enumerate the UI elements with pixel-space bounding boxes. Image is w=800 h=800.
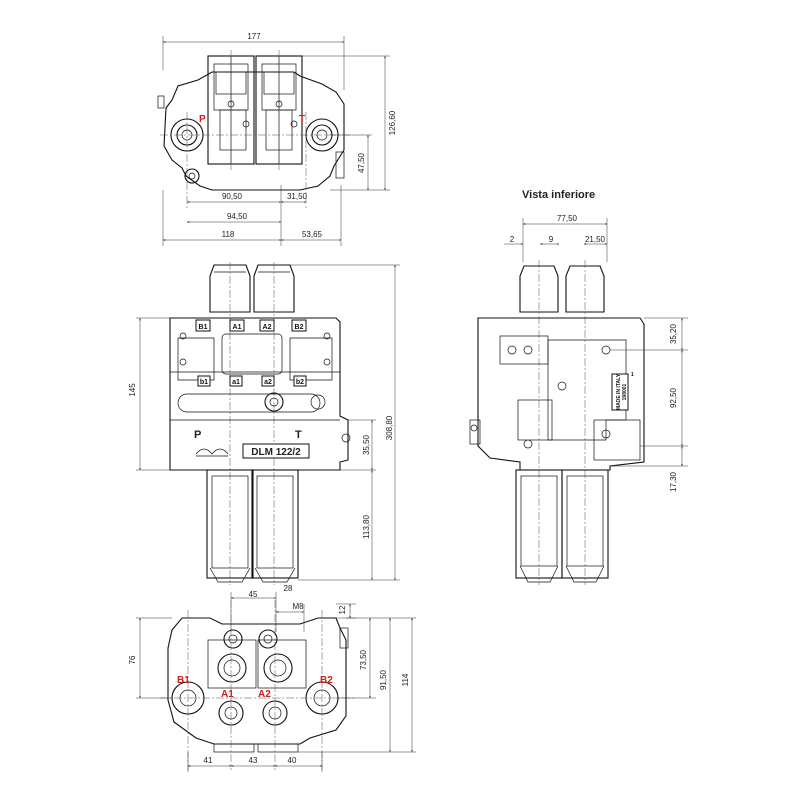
dim-45: 45 <box>249 590 258 599</box>
top-label-t: T <box>299 114 305 125</box>
front-box-b2-lower: b2 <box>296 379 304 386</box>
front-label-p: P <box>194 429 201 441</box>
dim-177: 177 <box>247 32 261 41</box>
model-plate: DLM 122/2 <box>251 447 301 458</box>
dim-113-80: 113,80 <box>362 515 371 539</box>
dim-9: 9 <box>549 235 554 244</box>
dim-73-50: 73,50 <box>359 649 368 670</box>
dim-114: 114 <box>401 673 410 686</box>
dim-77-50: 77,50 <box>557 214 578 223</box>
bottom-view: Vista inferiore 77,50 2 9 21,50 <box>469 189 688 585</box>
side-label-b2: B2 <box>320 675 333 686</box>
dim-92-50: 92,50 <box>669 387 678 408</box>
dim-76: 76 <box>128 655 137 664</box>
front-box-a2-upper: A2 <box>263 324 272 331</box>
dim-90-50: 90,50 <box>222 192 243 201</box>
dim-47-50: 47,50 <box>357 152 366 173</box>
front-box-a2-lower: a2 <box>264 379 272 386</box>
dim-40: 40 <box>288 756 297 765</box>
front-box-b2-upper: B2 <box>295 324 304 331</box>
dim-41: 41 <box>204 756 213 765</box>
front-view: B1 A1 A2 B2 b1 a1 a2 b2 P T DLM 122/2 <box>128 262 400 585</box>
front-box-a1-lower: a1 <box>232 379 240 386</box>
dim-94-50: 94,50 <box>227 212 248 221</box>
dim-31-50: 31,50 <box>287 192 308 201</box>
made-in-italy-plate: MADE IN ITALY <box>616 373 622 410</box>
dim-21-50: 21,50 <box>585 235 606 244</box>
dim-17-30: 17,30 <box>669 471 678 492</box>
side-view: 45 28 M8 12 <box>128 584 416 772</box>
dim-2: 2 <box>510 235 515 244</box>
top-label-p: P <box>199 114 206 125</box>
dim-118: 118 <box>222 230 235 239</box>
dim-35-20: 35,20 <box>669 323 678 344</box>
front-box-b1-upper: B1 <box>199 324 208 331</box>
side-label-a2: A2 <box>258 689 271 700</box>
dim-308-80: 308,80 <box>385 415 394 440</box>
serial-suffix: 1 <box>631 372 634 378</box>
dim-145: 145 <box>128 383 137 397</box>
dim-12: 12 <box>338 605 347 614</box>
brand-logo-icon <box>195 448 229 455</box>
bottom-view-title: Vista inferiore <box>522 189 595 201</box>
dim-m8: M8 <box>292 602 304 611</box>
serial-number: 198001 <box>622 383 628 400</box>
side-label-b1: B1 <box>177 675 190 686</box>
dim-126-60: 126,60 <box>388 110 397 135</box>
dim-43: 43 <box>249 756 258 765</box>
dim-53-65: 53,65 <box>302 230 323 239</box>
front-box-b1-lower: b1 <box>200 379 208 386</box>
top-view: 177 P T <box>157 32 397 246</box>
dim-28: 28 <box>284 584 293 593</box>
front-label-t: T <box>295 429 302 441</box>
dim-35-50: 35,50 <box>362 434 371 455</box>
front-box-a1-upper: A1 <box>233 324 242 331</box>
dim-91-50: 91,50 <box>379 669 388 690</box>
side-label-a1: A1 <box>221 689 234 700</box>
